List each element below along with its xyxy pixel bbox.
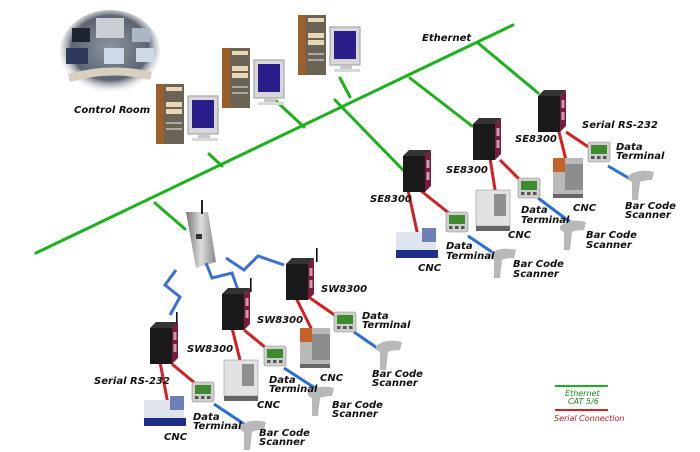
cnc-machine [300, 328, 330, 368]
legend-ethernet-sublabel: CAT 5/6 [568, 397, 599, 406]
wireless-access-point [186, 200, 216, 268]
ethernet-drop-ap [153, 201, 187, 231]
cnc-label: CNC [320, 373, 344, 384]
data-terminal-label-line2: Terminal [269, 384, 318, 395]
bar-code-scanner [627, 170, 654, 200]
cnc-label: CNC [508, 230, 532, 241]
cnc-label: CNC [164, 432, 188, 443]
data-terminal-label-line2: Terminal [616, 151, 665, 162]
cnc-machine [223, 359, 259, 402]
se8300-node-3 [538, 90, 654, 200]
scanner-label-line2: Scanner [586, 240, 633, 251]
ethernet-drop-pc1 [207, 152, 224, 168]
ethernet-main-line [34, 23, 515, 255]
workstation-pc-3 [297, 14, 361, 76]
legend-serial-label: Serial Connection [554, 414, 624, 423]
scanner-label-line2: Scanner [332, 409, 379, 420]
scanner-label-line2: Scanner [372, 378, 419, 389]
antenna-icon [176, 312, 178, 326]
se8300-node-2 [473, 118, 586, 250]
data-terminal-label-line2: Terminal [446, 251, 495, 262]
scanner-label-line1: Bar Code [513, 259, 564, 270]
se8300-label-3: SE8300 [515, 134, 557, 145]
data-terminal [445, 211, 469, 233]
cnc-machine [144, 396, 186, 426]
sw8300-node-2 [222, 278, 334, 416]
scanner-label-line2: Scanner [625, 210, 672, 221]
data-terminal [517, 177, 541, 199]
cnc-machine [475, 189, 511, 232]
control-room-image [60, 10, 160, 94]
ethernet-backbone [34, 23, 540, 255]
se8300-node-1 [396, 150, 516, 278]
ethernet-drop-se3 [476, 41, 540, 95]
sw8300-node-3 [286, 248, 402, 370]
se8300-label-1: SE8300 [370, 194, 412, 205]
data-terminal-label-line1: Data [521, 205, 548, 216]
data-terminal-label-line1: Data [193, 412, 220, 423]
bar-code-scanner [375, 340, 402, 370]
legend-ethernet-label: Ethernet [565, 389, 600, 398]
scanner-label-line1: Bar Code [332, 400, 383, 411]
data-terminal-label-line2: Terminal [521, 215, 570, 226]
sw8300-label-2: SW8300 [257, 315, 303, 326]
serial-rs232-label-bottom: Serial RS-232 [94, 376, 170, 387]
workstation-pc-2 [221, 47, 285, 109]
cnc-machine [553, 158, 583, 198]
scanner-label-line2: Scanner [259, 437, 306, 448]
scanner-label-line1: Bar Code [259, 428, 310, 439]
antenna-icon [316, 248, 318, 262]
scanner-label-line1: Bar Code [586, 230, 637, 241]
data-terminal-label-line2: Terminal [362, 320, 411, 331]
sw8300-label-3: SW8300 [321, 284, 367, 295]
scanner-label-line1: Bar Code [625, 201, 676, 212]
ethernet-drop-pc2 [274, 99, 306, 129]
scanner-label-line2: Scanner [513, 269, 560, 280]
se8300-label-2: SE8300 [446, 165, 488, 176]
data-terminal-label-line1: Data [446, 241, 473, 252]
data-terminal [263, 345, 287, 367]
data-terminal [333, 311, 357, 333]
sw8300-label-1: SW8300 [187, 344, 233, 355]
ethernet-drop-pc3 [338, 76, 352, 99]
serial-rs232-label-top: Serial RS-232 [582, 120, 658, 131]
antenna-icon [201, 200, 203, 214]
data-terminal [587, 141, 611, 163]
wireless-link-2 [204, 262, 240, 291]
data-terminal-label-line1: Data [616, 142, 643, 153]
data-terminal-label-line1: Data [269, 375, 296, 386]
wireless-link-1 [162, 269, 182, 316]
data-terminal [191, 381, 215, 403]
legend: Ethernet CAT 5/6 Serial Connection [554, 385, 624, 423]
wireless-link-3 [225, 254, 285, 272]
ethernet-drop-se1 [333, 98, 405, 172]
data-terminal-label-line1: Data [362, 311, 389, 322]
workstation-pc-1 [155, 83, 219, 145]
antenna-icon [250, 278, 252, 292]
control-room-label: Control Room [74, 105, 150, 116]
sw8300-node-1 [144, 312, 266, 450]
cnc-machine [396, 228, 438, 258]
ethernet-label: Ethernet [422, 33, 472, 44]
scanner-label-line1: Bar Code [372, 369, 423, 380]
cnc-label: CNC [257, 400, 281, 411]
ethernet-drop-se2 [408, 76, 474, 128]
cnc-label: CNC [418, 263, 442, 274]
cnc-label: CNC [573, 203, 597, 214]
data-terminal-label-line2: Terminal [193, 421, 242, 432]
